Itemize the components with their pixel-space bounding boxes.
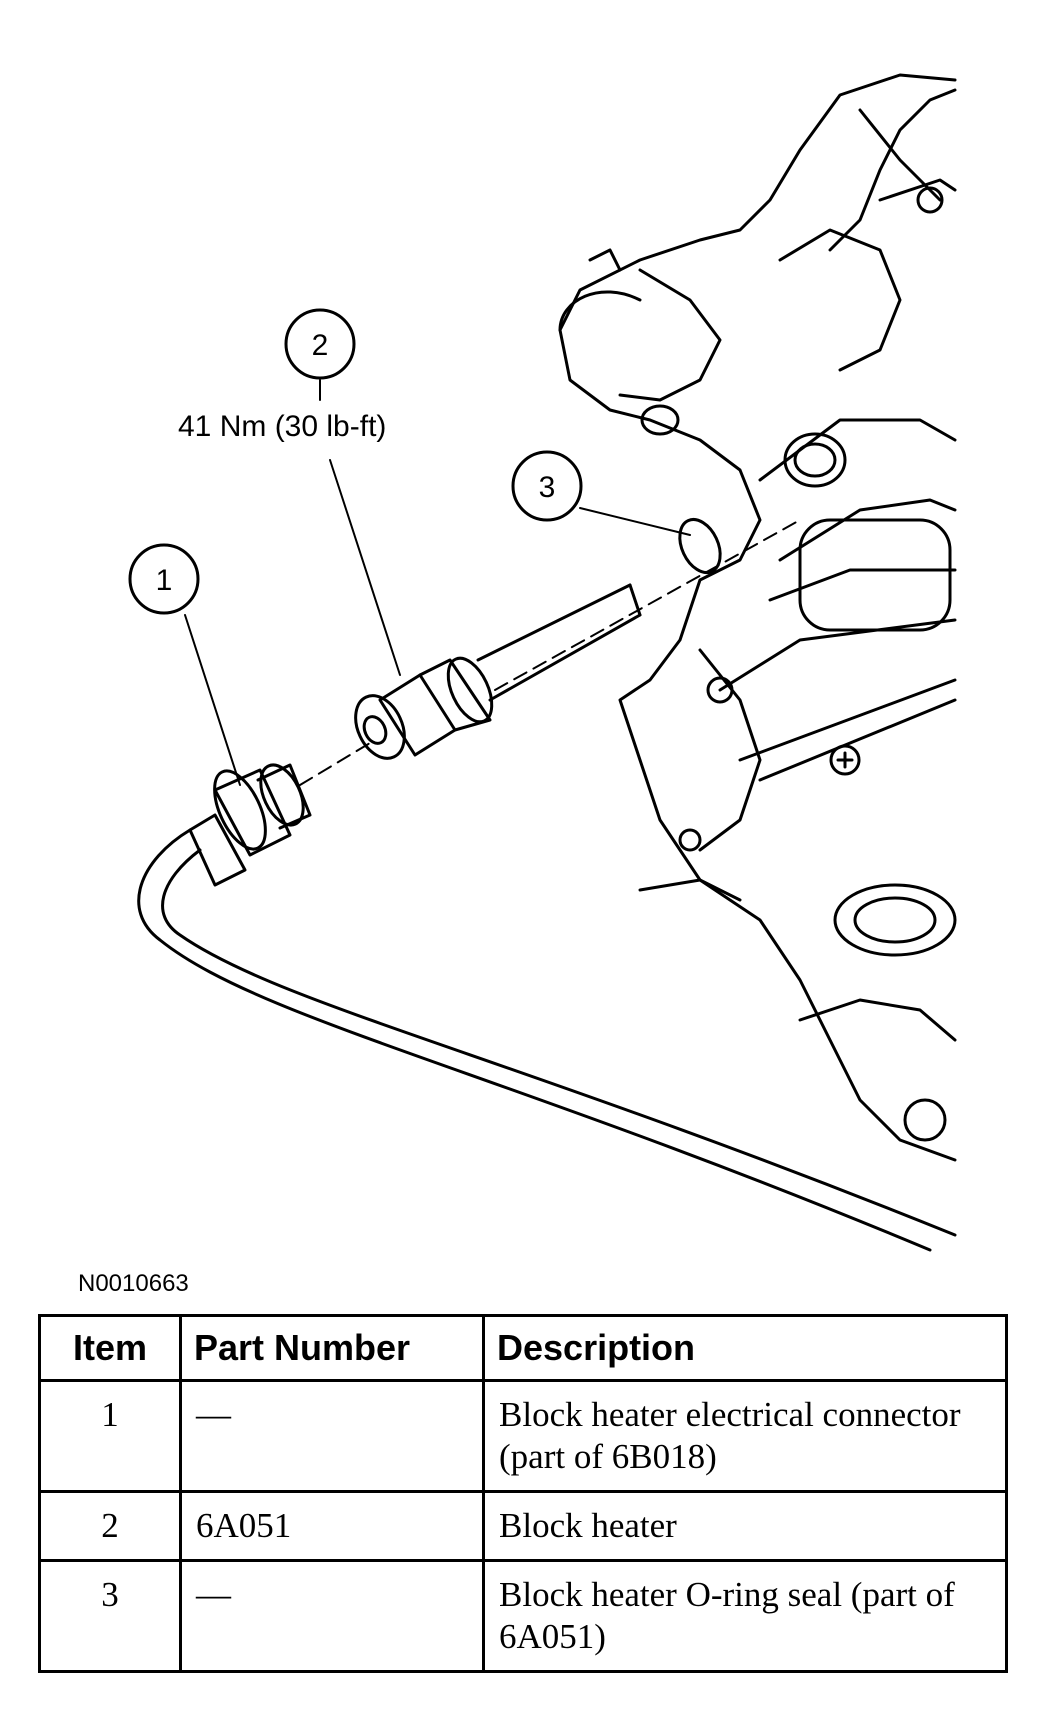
- engine-block: [558, 73, 957, 1162]
- header-item: Item: [38, 1314, 182, 1382]
- block-heater-illustration: 1 2 3 41 Nm (30 lb-ft): [128, 73, 957, 1252]
- alignment-centerline: [299, 519, 801, 786]
- torque-spec: 41 Nm (30 lb-ft): [178, 410, 386, 443]
- o-ring-seal: [678, 518, 722, 574]
- cell-item: 1: [38, 1379, 182, 1493]
- callout-number-1: 1: [156, 564, 173, 597]
- cell-part-number: —: [179, 1379, 485, 1493]
- leader-line-1: [184, 614, 241, 786]
- cell-description: Block heater: [482, 1490, 1008, 1562]
- callout-number-2: 2: [312, 329, 329, 362]
- block-heater: [354, 583, 642, 760]
- parts-table: Item Part Number Description 1 — Block h…: [38, 1314, 1008, 1673]
- callout-number-3: 3: [539, 471, 556, 504]
- header-part-number: Part Number: [179, 1314, 485, 1382]
- cell-description: Block heater electrical connector (part …: [482, 1379, 1008, 1493]
- cell-part-number: 6A051: [179, 1490, 485, 1562]
- callout-circle-3: [511, 450, 583, 522]
- electrical-connector: [188, 763, 312, 887]
- cell-part-number: —: [179, 1559, 485, 1673]
- cell-item: 3: [38, 1559, 182, 1673]
- figure-id: N0010663: [78, 1270, 189, 1297]
- connector-cable: [137, 828, 957, 1252]
- header-description: Description: [482, 1314, 1008, 1382]
- table-row: 2 6A051 Block heater: [38, 1490, 1008, 1562]
- table-header-row: Item Part Number Description: [38, 1314, 1008, 1382]
- leader-line-2: [329, 459, 401, 676]
- callout-circle-2: [284, 308, 356, 380]
- table-row: 1 — Block heater electrical connector (p…: [38, 1379, 1008, 1493]
- cell-description: Block heater O-ring seal (part of 6A051): [482, 1559, 1008, 1673]
- callout-circle-1: [128, 543, 200, 615]
- cell-item: 2: [38, 1490, 182, 1562]
- table-row: 3 — Block heater O-ring seal (part of 6A…: [38, 1559, 1008, 1673]
- leader-line-3: [579, 507, 691, 536]
